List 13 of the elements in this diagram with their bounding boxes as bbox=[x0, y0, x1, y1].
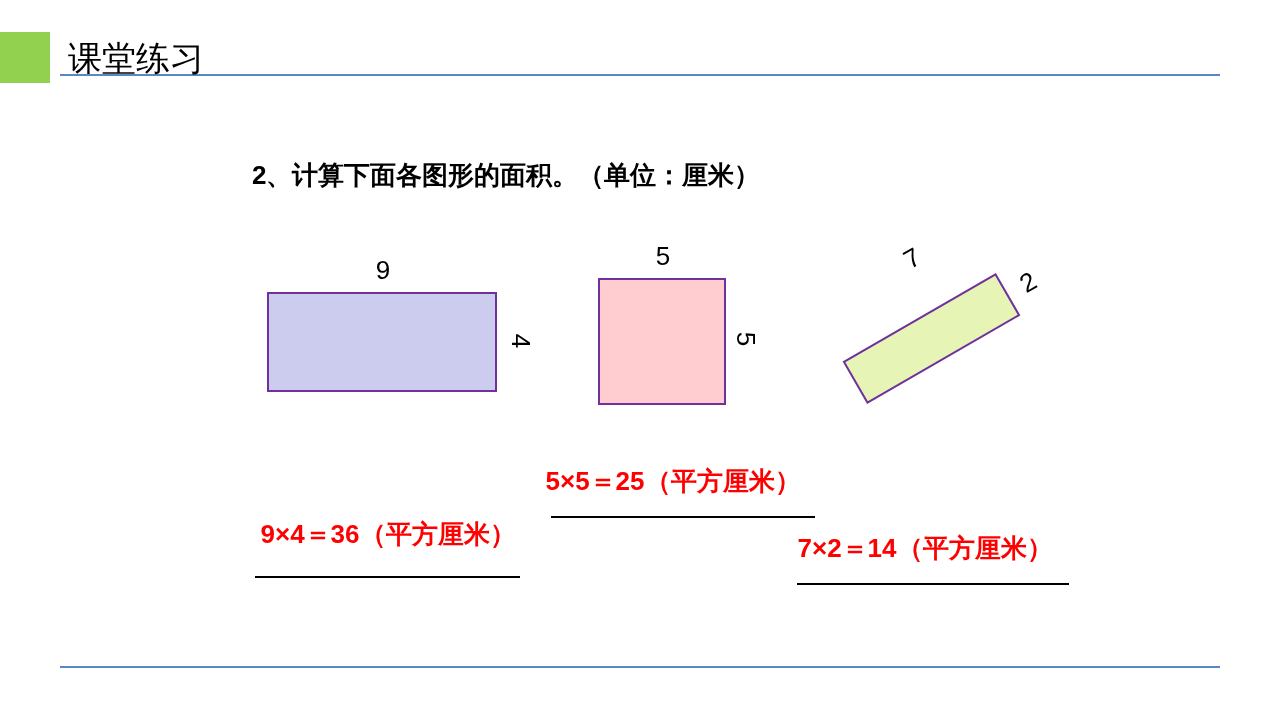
dimension-label: 5 bbox=[655, 241, 671, 271]
dimension-label: 2 bbox=[1014, 265, 1042, 299]
slide-title: 课堂练习 bbox=[68, 38, 204, 78]
dimension-label: 4 bbox=[506, 333, 536, 349]
answer-text: 7×2＝14（平方厘米） bbox=[797, 533, 1053, 563]
rectangle bbox=[267, 292, 497, 392]
answer-text: 9×4＝36（平方厘米） bbox=[260, 519, 516, 549]
dimension-label: 5 bbox=[731, 331, 761, 347]
dimension-label: 7 bbox=[898, 241, 926, 275]
answer-text: 5×5＝25（平方厘米） bbox=[545, 466, 801, 496]
question-text: 2、计算下面各图形的面积。（单位：厘米） bbox=[252, 160, 761, 190]
dimension-label: 9 bbox=[375, 255, 391, 285]
square bbox=[598, 278, 726, 405]
